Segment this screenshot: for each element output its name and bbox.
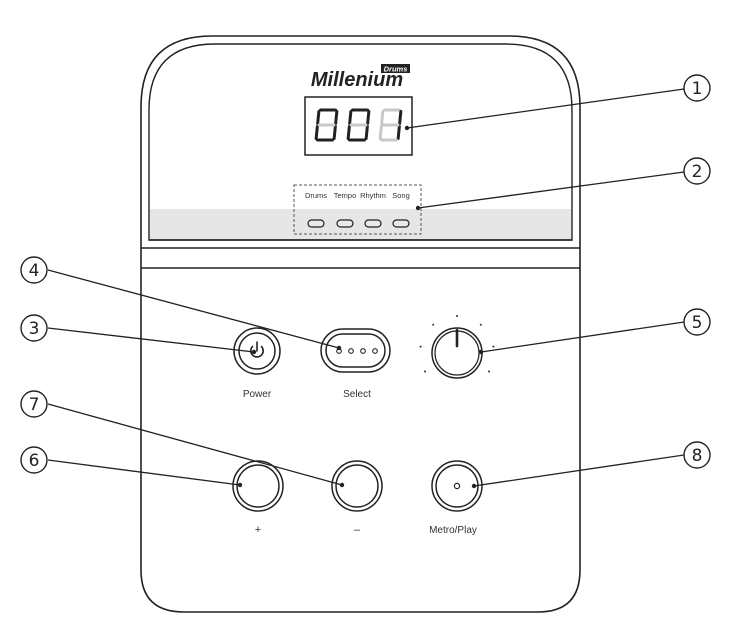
select-dot [348,348,354,354]
leader-7 [47,403,343,486]
minus-button[interactable] [331,460,383,512]
segment-e [346,125,351,140]
leader-6 [47,459,241,486]
power-icon [250,341,264,358]
knob-tick [424,370,426,373]
select-dot [360,348,366,354]
metro-led-icon [453,482,461,490]
leader-lines [47,88,685,489]
leader-5 [480,321,685,353]
brand-badge: Drums [384,65,408,74]
callout-5: 5 [683,308,711,336]
metro-play-button[interactable] [431,460,483,512]
brand-logo: Drums Millenium [311,64,410,91]
segment-b [398,110,403,125]
minus-label: – [354,524,361,536]
callout-number: 2 [692,162,703,182]
knob-tick [492,345,495,348]
mode-label-drums: Drums [305,191,327,200]
segment-c [364,125,369,140]
callout-8: 8 [683,441,711,469]
mode-label-rhythm: Rhythm [360,191,386,200]
brand-badge-box [381,64,410,73]
power-label: Power [243,389,272,400]
plus-button[interactable] [232,460,284,512]
callout-number: 3 [29,319,40,339]
mode-label-song: Song [392,191,410,200]
callout-number: 7 [29,395,40,415]
leader-4 [47,269,340,349]
power-button[interactable] [233,327,281,375]
metro-play-label: Metro/Play [429,525,477,536]
display-digit [346,108,371,142]
select-label: Select [343,389,371,400]
knob-tick [419,345,422,348]
callout-1: 1 [683,74,711,102]
segment-b [334,110,339,125]
knob-tick [479,323,482,326]
callout-3: 3 [20,314,48,342]
knob-tick [432,323,435,326]
display-digit [378,108,403,142]
plus-label: + [255,524,261,536]
leader-8 [473,454,685,487]
callout-number: 6 [29,451,40,471]
callout-number: 4 [29,261,40,281]
segment-f [348,110,353,125]
callout-number: 1 [692,79,703,99]
mode-label-tempo: Tempo [334,191,357,200]
knob-scale-ticks [419,315,495,373]
callout-number: 8 [692,446,703,466]
knob-tick [456,315,458,317]
segment-f [380,110,385,125]
display-digits [314,108,403,142]
mode-led-song [392,219,410,228]
leader-2 [417,171,685,209]
select-dot [372,348,378,354]
segment-b [366,110,371,125]
select-led-dots [336,348,378,354]
mode-led-drums [307,219,325,228]
select-button[interactable] [320,328,391,373]
callout-2: 2 [683,157,711,185]
callout-7: 7 [20,390,48,418]
callout-4: 4 [20,256,48,284]
segment-f [316,110,321,125]
segment-c [332,125,337,140]
knob-tick [488,370,490,373]
brand-name: Millenium [311,69,403,91]
segment-e [378,125,383,140]
leader-3 [47,327,255,353]
callout-markers: 1 2 3 4 5 6 7 8 [20,74,711,474]
callout-6: 6 [20,446,48,474]
leader-1 [406,88,685,129]
callout-number: 5 [692,313,703,333]
mode-led-tempo [336,219,354,228]
display-digit [314,108,339,142]
segment-e [314,125,319,140]
mode-indicator-group [293,184,422,235]
value-knob[interactable] [431,327,483,379]
segment-c [396,125,401,140]
mode-led-rhythm [364,219,382,228]
